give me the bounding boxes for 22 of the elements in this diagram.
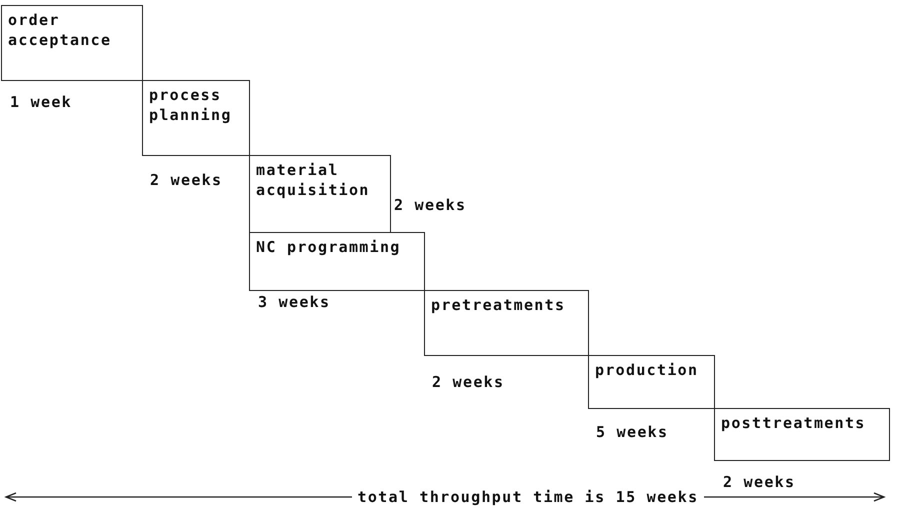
duration-label: 2 weeks [432,372,504,392]
process-box [142,80,250,156]
total-time-label: total throughput time is 15 weeks [352,487,704,507]
step-name: NC programming [256,237,402,257]
duration-label: 1 week [10,92,72,112]
duration-label: 2 weeks [723,472,796,492]
step-name: posttreatments [721,413,867,433]
duration-label: 2 weeks [150,170,222,190]
process-box [249,155,391,233]
step-name: order acceptance [8,10,112,50]
step-name: process planning [149,85,233,125]
process-box [424,290,589,356]
process-box [588,355,715,409]
step-name: pretreatments [431,295,566,315]
duration-label: 5 weeks [596,422,668,442]
step-name: production [595,360,700,380]
process-box [249,232,425,291]
process-box [714,408,890,461]
step-name: material acquisition [256,160,371,200]
duration-label: 3 weeks [258,292,330,312]
process-box [1,5,143,81]
duration-label: 2 weeks [394,195,466,215]
